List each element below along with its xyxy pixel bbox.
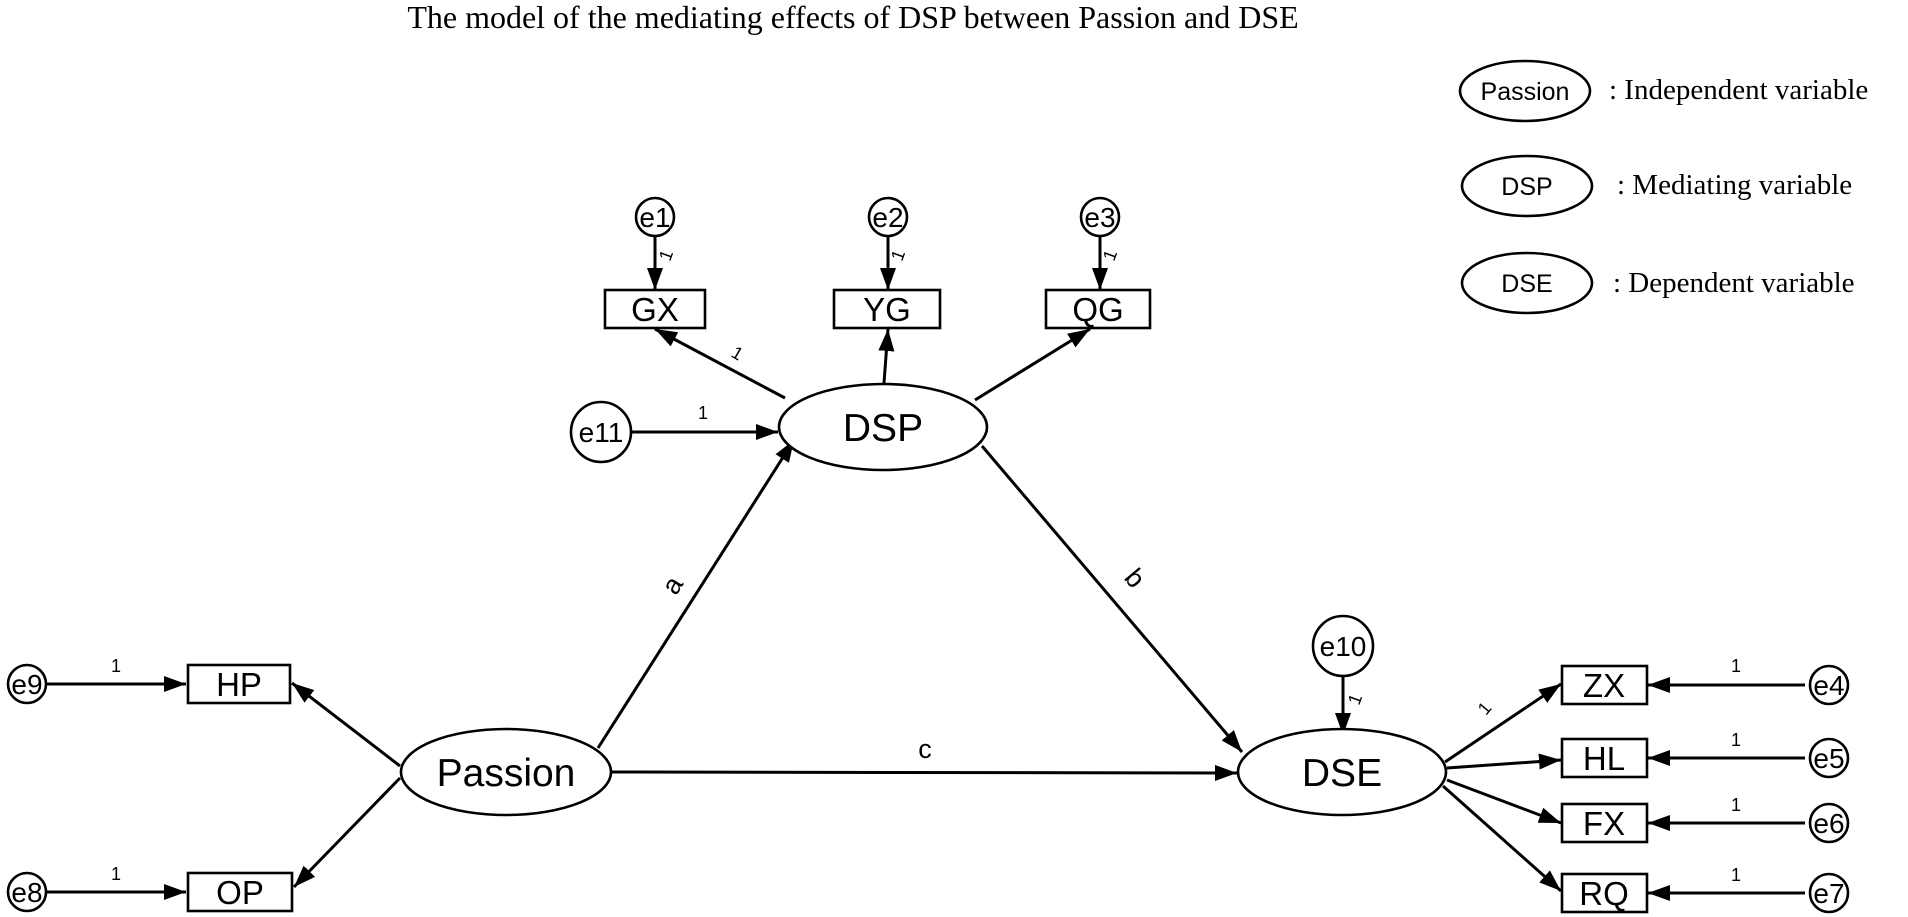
error-node-e2: [867, 196, 909, 238]
indicator-box-hp: [186, 663, 292, 705]
indicator-label-rq: RQ: [1579, 875, 1629, 912]
indicator-box-gx: [603, 288, 707, 330]
edge-dse-hl: [1446, 753, 1562, 770]
error-node-e5: [1808, 737, 1850, 779]
weight-e2-yg: 1: [887, 247, 909, 263]
legend-independent-node: [1458, 59, 1592, 123]
weight-e9-hp: 1: [111, 656, 121, 676]
indicator-box-rq: [1560, 872, 1649, 914]
weight-e6-fx: 1: [1731, 795, 1741, 815]
error-node-e6: [1808, 802, 1850, 844]
edges: [45, 235, 1805, 901]
error-node-e10: [1311, 614, 1375, 678]
edge-dse-zx: [1444, 682, 1562, 764]
error-node-e4: [1808, 664, 1850, 706]
latent-label-dsp: DSP: [843, 407, 923, 450]
error-terms: e1 e2 e3 e11 e10 e9 e8 e4 e5 e6 e7: [6, 196, 1850, 914]
indicator-box-qg: [1044, 288, 1152, 330]
error-label-e5: e5: [1813, 743, 1844, 774]
error-label-e7: e7: [1813, 878, 1844, 909]
error-label-e11: e11: [579, 417, 624, 448]
path-labels: a b c: [656, 563, 1152, 764]
error-node-e8: [6, 871, 48, 913]
edge-path-b: [980, 445, 1244, 753]
weight-e4-zx: 1: [1731, 656, 1741, 676]
legend-mediating-node-label: DSP: [1501, 173, 1552, 201]
error-label-e8: e8: [11, 877, 42, 908]
path-label-b: b: [1119, 563, 1152, 594]
latent-node-dsp: [777, 382, 989, 472]
legend-dependent-node: [1460, 251, 1594, 315]
indicator-box-zx: [1560, 664, 1649, 706]
legend-independent-label: : Independent variable: [1609, 74, 1868, 106]
latent-node-passion: [399, 727, 613, 817]
legend: Passion : Independent variable DSP : Med…: [1458, 59, 1868, 315]
indicator-label-yg: YG: [863, 291, 911, 328]
edge-dse-fx: [1446, 778, 1562, 825]
weight-e10-dse: 1: [1344, 691, 1366, 707]
indicator-label-qg: QG: [1072, 291, 1123, 328]
edge-dse-rq: [1442, 784, 1562, 893]
error-label-e10: e10: [1320, 631, 1367, 662]
weight-e8-op: 1: [111, 864, 121, 884]
legend-mediating-node: [1460, 154, 1594, 218]
error-label-e4: e4: [1813, 670, 1844, 701]
weight-e5-hl: 1: [1731, 730, 1741, 750]
edge-dsp-qg: [974, 327, 1091, 402]
error-node-e1: [634, 196, 676, 238]
diagram-title: The model of the mediating effects of DS…: [407, 0, 1298, 35]
error-node-e7: [1808, 872, 1850, 914]
weight-e3-qg: 1: [1099, 247, 1121, 263]
latent-variables: DSP Passion DSE: [399, 382, 1448, 817]
weight-dse-zx: 1: [1474, 698, 1496, 719]
error-node-e11: [569, 400, 633, 464]
legend-dependent-node-label: DSE: [1501, 270, 1552, 298]
legend-dependent-label: : Dependent variable: [1613, 267, 1855, 299]
latent-label-passion: Passion: [437, 752, 576, 795]
indicator-label-hl: HL: [1583, 740, 1625, 777]
indicator-box-yg: [832, 288, 942, 330]
weight-e11-dsp: 1: [698, 403, 708, 423]
error-label-e2: e2: [872, 202, 903, 233]
indicator-box-fx: [1560, 802, 1649, 844]
weight-e1-gx: 1: [655, 247, 677, 263]
latent-label-dse: DSE: [1302, 752, 1382, 795]
indicator-label-hp: HP: [216, 666, 262, 703]
edge-path-a: [596, 439, 796, 749]
weight-e7-rq: 1: [1731, 865, 1741, 885]
indicator-label-op: OP: [216, 874, 264, 911]
edge-passion-op: [292, 776, 402, 889]
edge-dsp-yg: [878, 328, 895, 384]
indicator-box-hl: [1560, 737, 1649, 779]
error-label-e3: e3: [1084, 202, 1115, 233]
path-label-c: c: [918, 734, 932, 764]
indicators: GX YG QG HP OP ZX HL FX RQ: [186, 288, 1649, 914]
edge-passion-hp: [291, 681, 401, 768]
edge-path-c: [611, 764, 1238, 781]
error-label-e6: e6: [1813, 808, 1844, 839]
error-label-e9: e9: [11, 669, 42, 700]
error-label-e1: e1: [639, 202, 670, 233]
error-node-e3: [1079, 196, 1121, 238]
legend-mediating-label: : Mediating variable: [1617, 169, 1852, 201]
latent-node-dse: [1236, 727, 1448, 817]
weight-dsp-gx: 1: [728, 342, 747, 364]
error-node-e9: [6, 663, 48, 705]
regression-weights: 1 1 1 1 1 1 1 1 1 1 1 1 1: [111, 247, 1741, 885]
indicator-label-gx: GX: [631, 291, 679, 328]
indicator-label-fx: FX: [1583, 805, 1625, 842]
edge-dsp-gx: [654, 327, 786, 400]
path-label-a: a: [656, 570, 690, 599]
indicator-box-op: [186, 871, 294, 913]
indicator-label-zx: ZX: [1583, 667, 1625, 704]
legend-independent-node-label: Passion: [1481, 78, 1570, 106]
